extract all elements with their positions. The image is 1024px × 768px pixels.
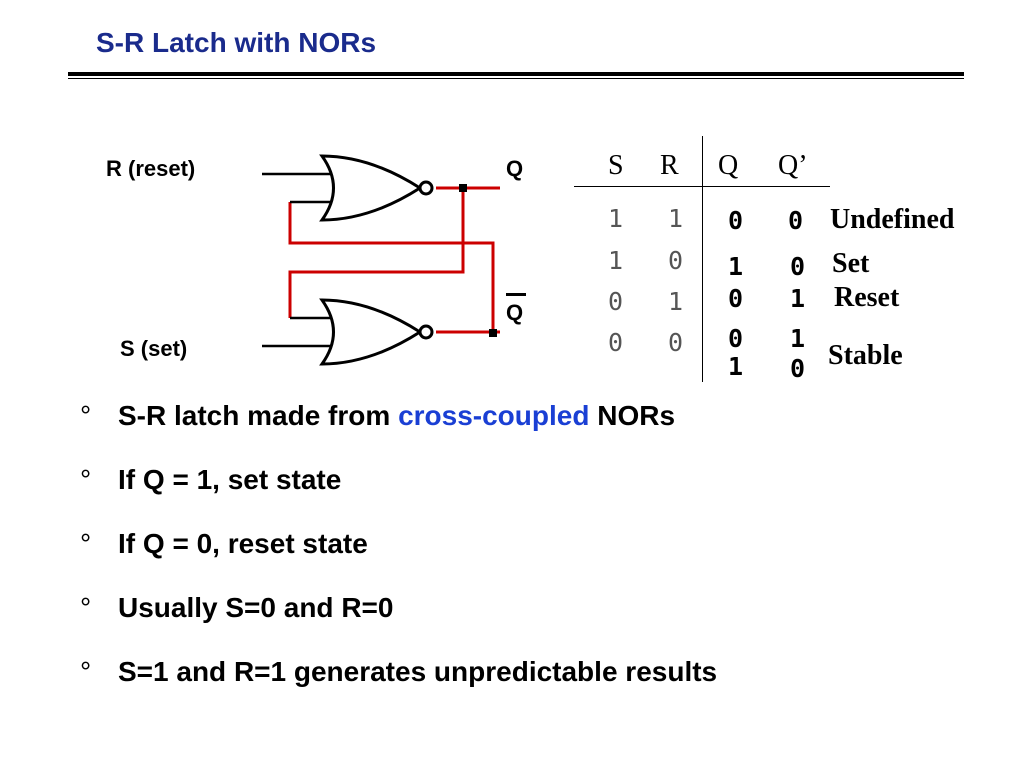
q-output-label: Q (506, 156, 524, 181)
title-rule-thin (68, 78, 964, 79)
row4-qprime: 1 (790, 324, 806, 353)
row3-s: 0 (608, 287, 624, 316)
bullet-symbol: ° (80, 592, 92, 623)
bullet-symbol: ° (80, 528, 92, 559)
row2-q: 1 (728, 252, 744, 281)
row3-state: Reset (834, 282, 900, 313)
row4-s: 0 (608, 328, 624, 357)
top-nor-gate (319, 154, 434, 222)
junction-dot-q (459, 184, 467, 192)
row4-r: 0 (668, 328, 684, 357)
row2-qprime: 0 (790, 252, 806, 281)
junction-dot-qbar (489, 329, 497, 337)
row2-r: 0 (668, 246, 684, 275)
row1-qprime: 0 (788, 206, 804, 235)
row1-s: 1 (608, 204, 624, 233)
bullet-item: ° If Q = 0, reset state (80, 524, 717, 588)
row1-q: 0 (728, 206, 744, 235)
bullet-symbol: ° (80, 464, 92, 495)
row3-q: 0 (728, 284, 744, 313)
header-q-prime: Q’ (778, 150, 808, 181)
r-reset-label: R (reset) (106, 156, 196, 181)
bullet-item: ° If Q = 1, set state (80, 460, 717, 524)
bullet-item: ° S-R latch made from cross-coupled NORs (80, 396, 717, 460)
row3-qprime: 1 (790, 284, 806, 313)
row1-r: 1 (668, 204, 684, 233)
qbar-output-label: Q (506, 300, 524, 325)
row4-state: Stable (828, 340, 903, 371)
row3-r: 1 (668, 287, 684, 316)
row4-qprime-alt: 0 (790, 354, 806, 383)
row4-q-alt: 1 (728, 352, 744, 381)
row2-state: Set (832, 248, 870, 279)
slide-title: S-R Latch with NORs (96, 27, 377, 58)
row2-s: 1 (608, 246, 624, 275)
row1-state: Undefined (830, 204, 955, 235)
table-divider (702, 136, 703, 382)
row4-q: 0 (728, 324, 744, 353)
s-set-label: S (set) (120, 336, 188, 361)
title-rule-thick (68, 72, 964, 76)
bullet-symbol: ° (80, 400, 92, 431)
highlight-cross-coupled: cross-coupled (398, 400, 590, 431)
qbar-overline (506, 293, 526, 296)
header-r: R (660, 150, 679, 181)
feedback-wire-qbar-to-top (288, 188, 465, 318)
input-wires (262, 172, 334, 348)
bullet-symbol: ° (80, 656, 92, 687)
bullet-item: ° Usually S=0 and R=0 (80, 588, 717, 652)
bullet-list: ° S-R latch made from cross-coupled NORs… (80, 396, 717, 716)
bullet-item: ° S=1 and R=1 generates unpredictable re… (80, 652, 717, 716)
header-s: S (608, 150, 624, 181)
bottom-nor-gate (319, 298, 434, 366)
header-q: Q (718, 150, 739, 181)
feedback-wires (288, 186, 500, 334)
feedback-wire-q-to-bottom (288, 202, 495, 334)
